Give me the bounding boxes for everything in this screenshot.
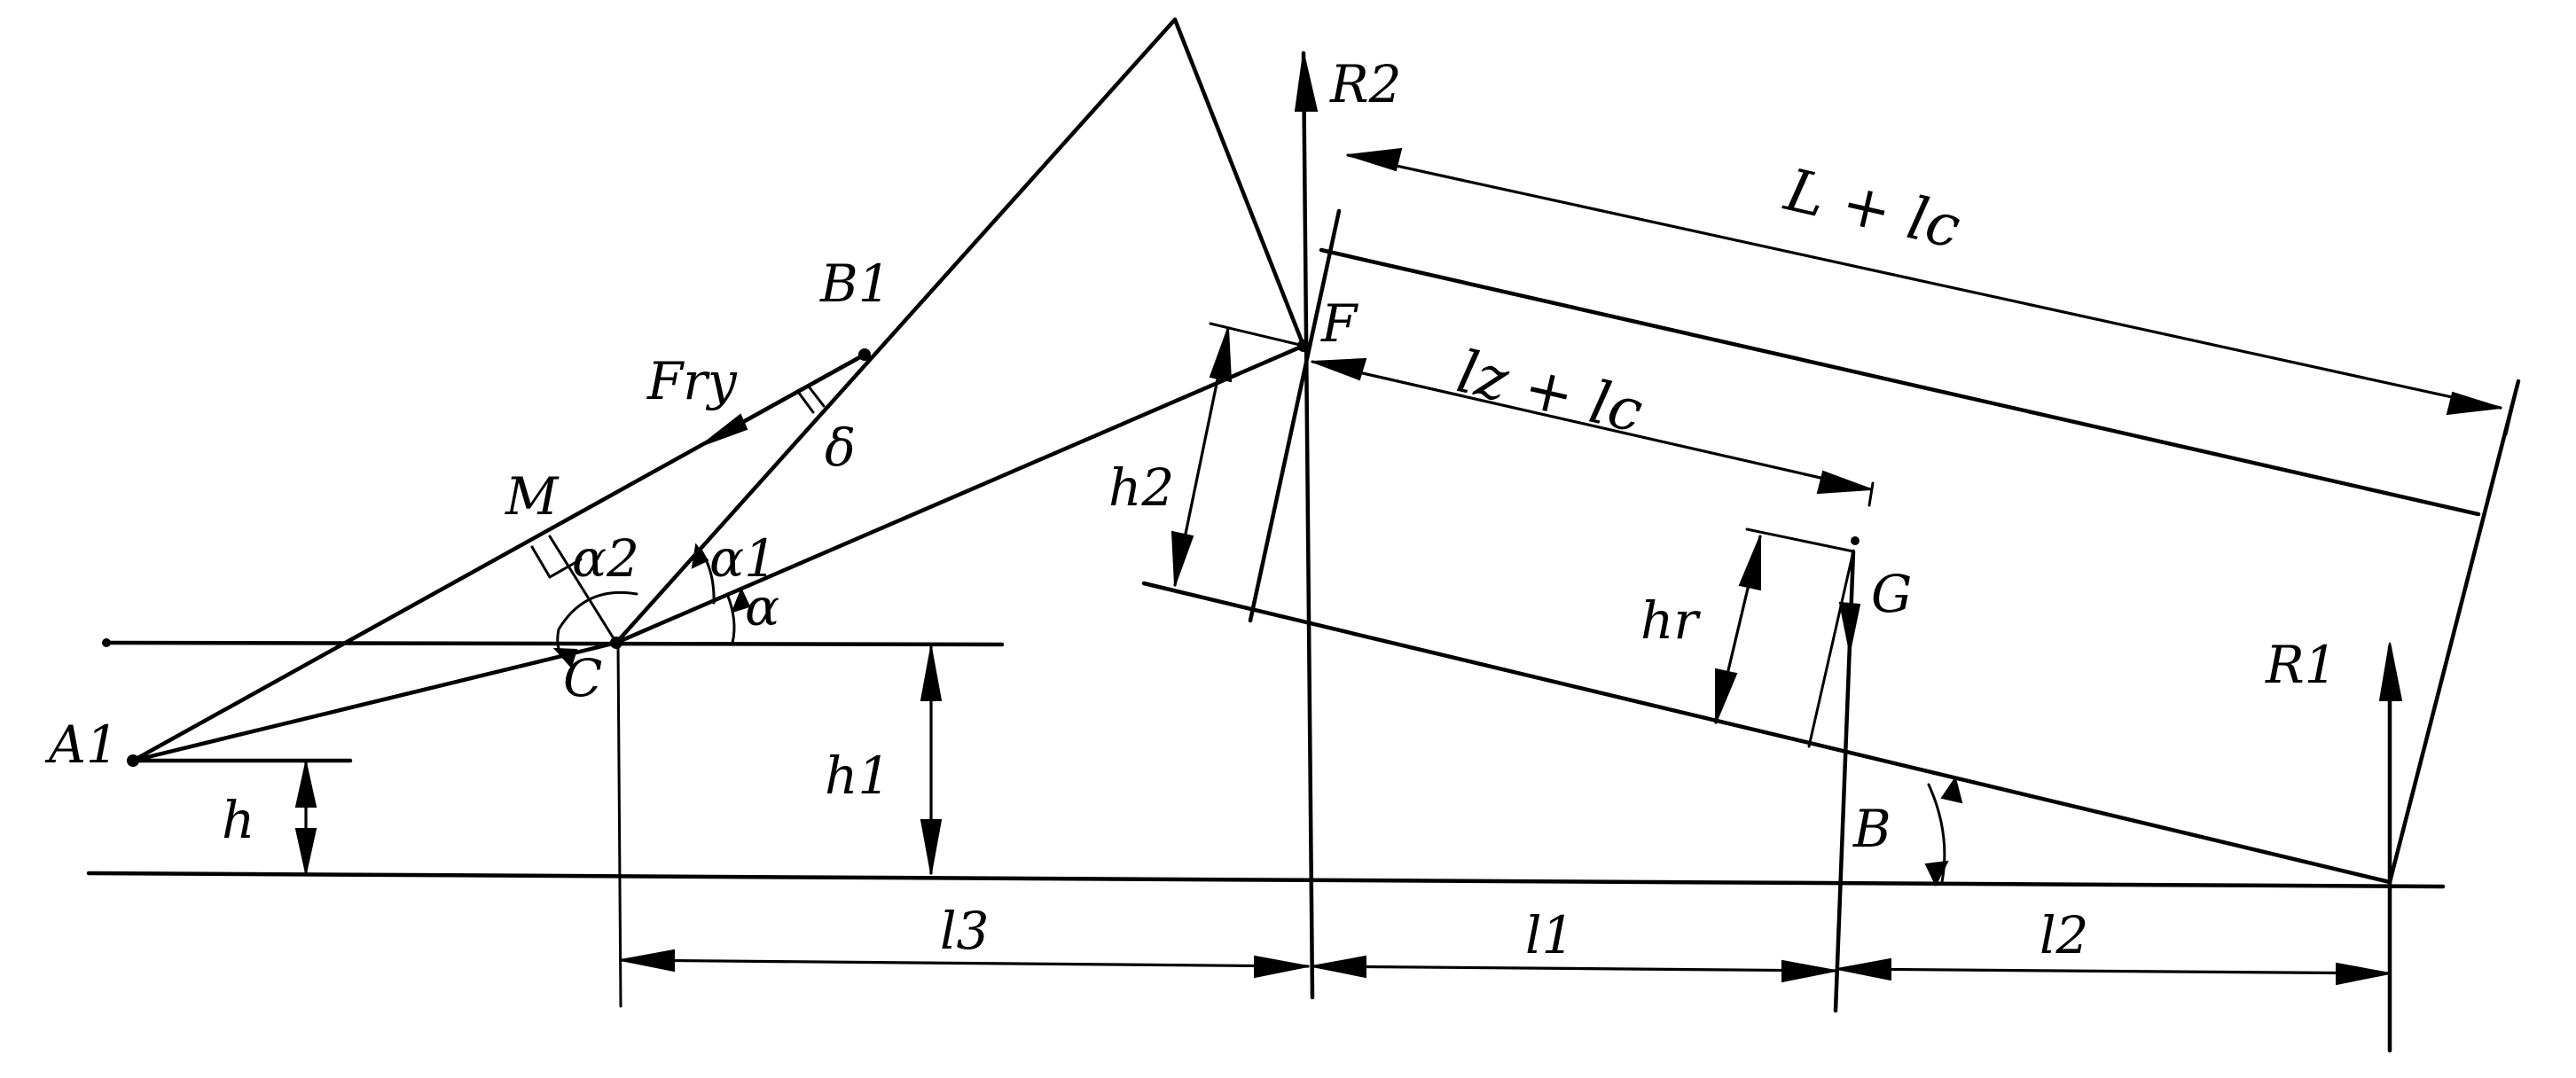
dim-l-lc-arrow-right [2446,391,2502,416]
alpha2-arc-arrowhead [552,647,578,668]
point-b1-dot [858,348,871,361]
label-delta: δ [825,418,856,478]
alpha-arc-arrowhead [731,587,751,613]
body-bottom-edge [1141,581,2392,885]
dim-h-arrow-bottom [294,828,317,874]
dim-l3-line [619,958,1310,968]
dim-l3-arrow-right [1254,955,1309,979]
g-side-line [1807,550,1855,748]
g-top-line [1745,527,1855,553]
dim-l2-arrow-right [2336,962,2391,986]
dim-hr-arrow-bottom [1715,668,1738,723]
delta-mark-2 [807,385,826,408]
dim-lz-lc-arrow-left [1311,357,1367,381]
label-a1: A1 [44,715,119,775]
weight-g-arrowhead [1838,601,1861,652]
alpha-arc [725,592,736,644]
label-l1: l1 [1525,905,1574,965]
dim-lz-lc-ext [1867,481,1875,507]
label-c: C [563,648,602,708]
fry-arrowhead [700,413,748,447]
dim-lz-lc-arrow-right [1816,470,1872,495]
right-angle-mark-m [530,545,583,579]
link-c-b1-apex [614,17,1178,645]
dim-l1-line [1311,965,1837,973]
label-f: F [1320,293,1358,354]
beta-arrow-top [1940,776,1963,804]
link-apex-f [1172,17,1306,348]
label-lz-lc: lz + lc [1451,338,1648,447]
delta-mark-1 [796,390,815,414]
label-beta: B [1852,799,1891,859]
ground-line [86,871,2446,889]
label-b1: B1 [819,254,891,314]
dim-l-lc-ext-right [2504,379,2520,436]
c-vertical-line [616,643,622,1008]
dim-l1-arrow-right [1781,959,1836,983]
label-h: h [222,790,254,850]
r1-arrowhead [2378,642,2403,701]
body-rear-edge [2387,379,2521,885]
dim-h-arrow-top [294,762,317,808]
label-alpha2: α2 [572,528,639,589]
dim-lz-lc-line [1311,360,1873,491]
label-h2: h2 [1108,457,1174,518]
dim-h2-arrow-top [1209,327,1233,383]
point-c-dot [610,637,622,649]
r2-force-line [1301,51,1315,1000]
label-fry: Fry [646,351,738,411]
h2-ext-top [1209,322,1305,348]
beta-arc [1927,783,1946,884]
label-g: G [1871,564,1912,624]
point-a1-dot [127,754,139,767]
label-m: M [505,466,560,527]
body-top-edge [1319,247,2481,517]
link-c-f [614,343,1306,645]
dim-l2-arrow-left [1836,957,1891,981]
dim-l-lc-line [1346,153,2502,410]
label-h1: h1 [825,746,890,806]
dim-l3-arrow-left [620,949,675,973]
alpha1-arc-arrowhead [691,543,709,569]
dim-h2-arrow-bottom [1171,530,1194,586]
body-front-edge [1248,208,1342,623]
label-l2: l2 [2040,905,2088,965]
label-r2: R2 [1329,54,1402,114]
dim-h1-arrow-bottom [920,819,943,874]
beta-arrow-bottom [1924,860,1949,887]
label-l3: l3 [940,901,989,961]
dim-h1-arrow-top [920,646,943,701]
hitch-horizontal-line [104,640,1005,647]
point-g-dot [1851,536,1860,545]
link-a1-c [130,640,619,763]
r2-arrowhead [1294,52,1319,112]
label-r1: R1 [2265,635,2337,695]
label-hr: hr [1640,590,1701,651]
dim-l1-arrow-left [1311,955,1366,979]
label-l-lc: L + lc [1778,155,1966,262]
label-alpha1: α1 [709,528,777,589]
hitch-line-end-dot [102,638,111,647]
dim-l-lc-arrow-left [1347,147,1403,172]
label-alpha: α [745,577,779,637]
dim-hr-arrow-top [1738,535,1761,591]
perpendicular-c-m [548,535,618,644]
dim-l2-line [1836,967,2392,975]
